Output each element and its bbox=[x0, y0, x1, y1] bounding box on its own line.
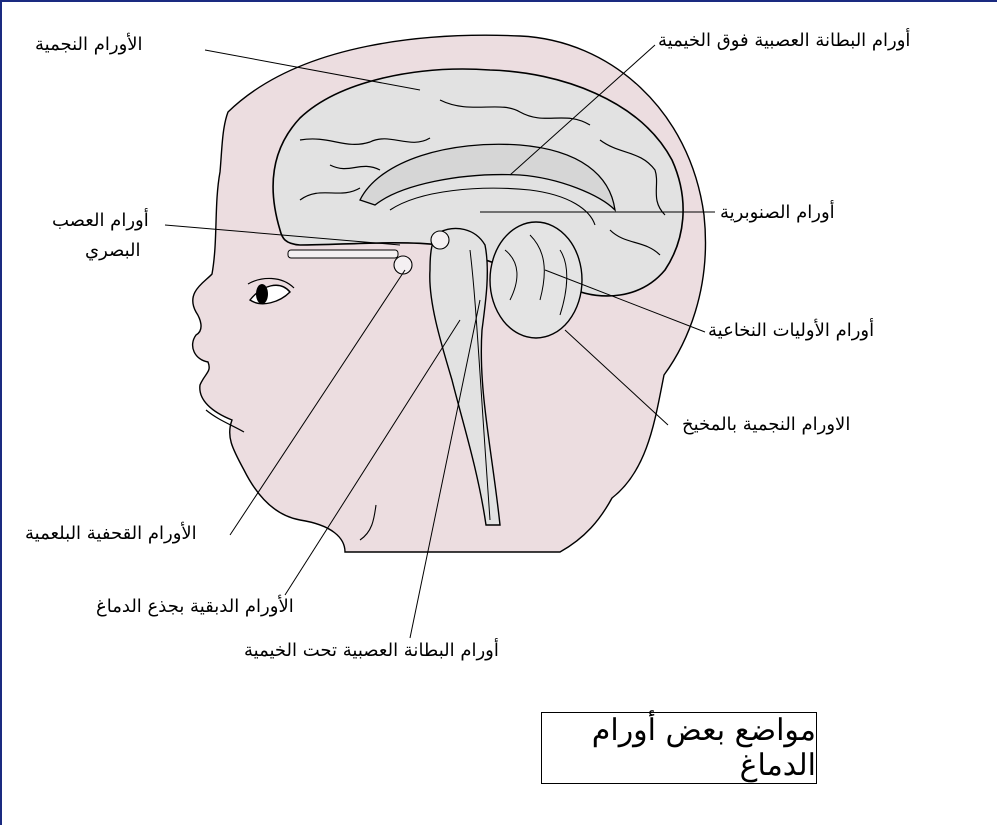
label-pineal: أورام الصنوبرية bbox=[720, 202, 835, 225]
label-optic-nerve: أورام العصب bbox=[52, 210, 149, 233]
cerebellum bbox=[490, 222, 582, 338]
caption-text: مواضع بعض أورام الدماغ bbox=[542, 713, 816, 783]
label-pnet: أورام الأوليات النخاعية bbox=[708, 320, 874, 343]
label-cerebellar-astrocytoma: الاورام النجمية بالمخيخ bbox=[682, 414, 850, 437]
label-supratentorial-ependymoma: أورام البطانة العصبية فوق الخيمية bbox=[658, 30, 910, 53]
label-infratentorial-ependymoma: أورام البطانة العصبية تحت الخيمية bbox=[244, 640, 499, 663]
label-optic-nerve-line2: البصري bbox=[85, 240, 141, 263]
label-brainstem-glioma: الأورام الدبقية بجذع الدماغ bbox=[96, 596, 294, 619]
label-astrocytoma: الأورام النجمية bbox=[35, 34, 143, 57]
caption-box: مواضع بعض أورام الدماغ bbox=[541, 712, 817, 784]
label-craniopharyngioma: الأورام القحفية البلعمية bbox=[25, 523, 197, 546]
